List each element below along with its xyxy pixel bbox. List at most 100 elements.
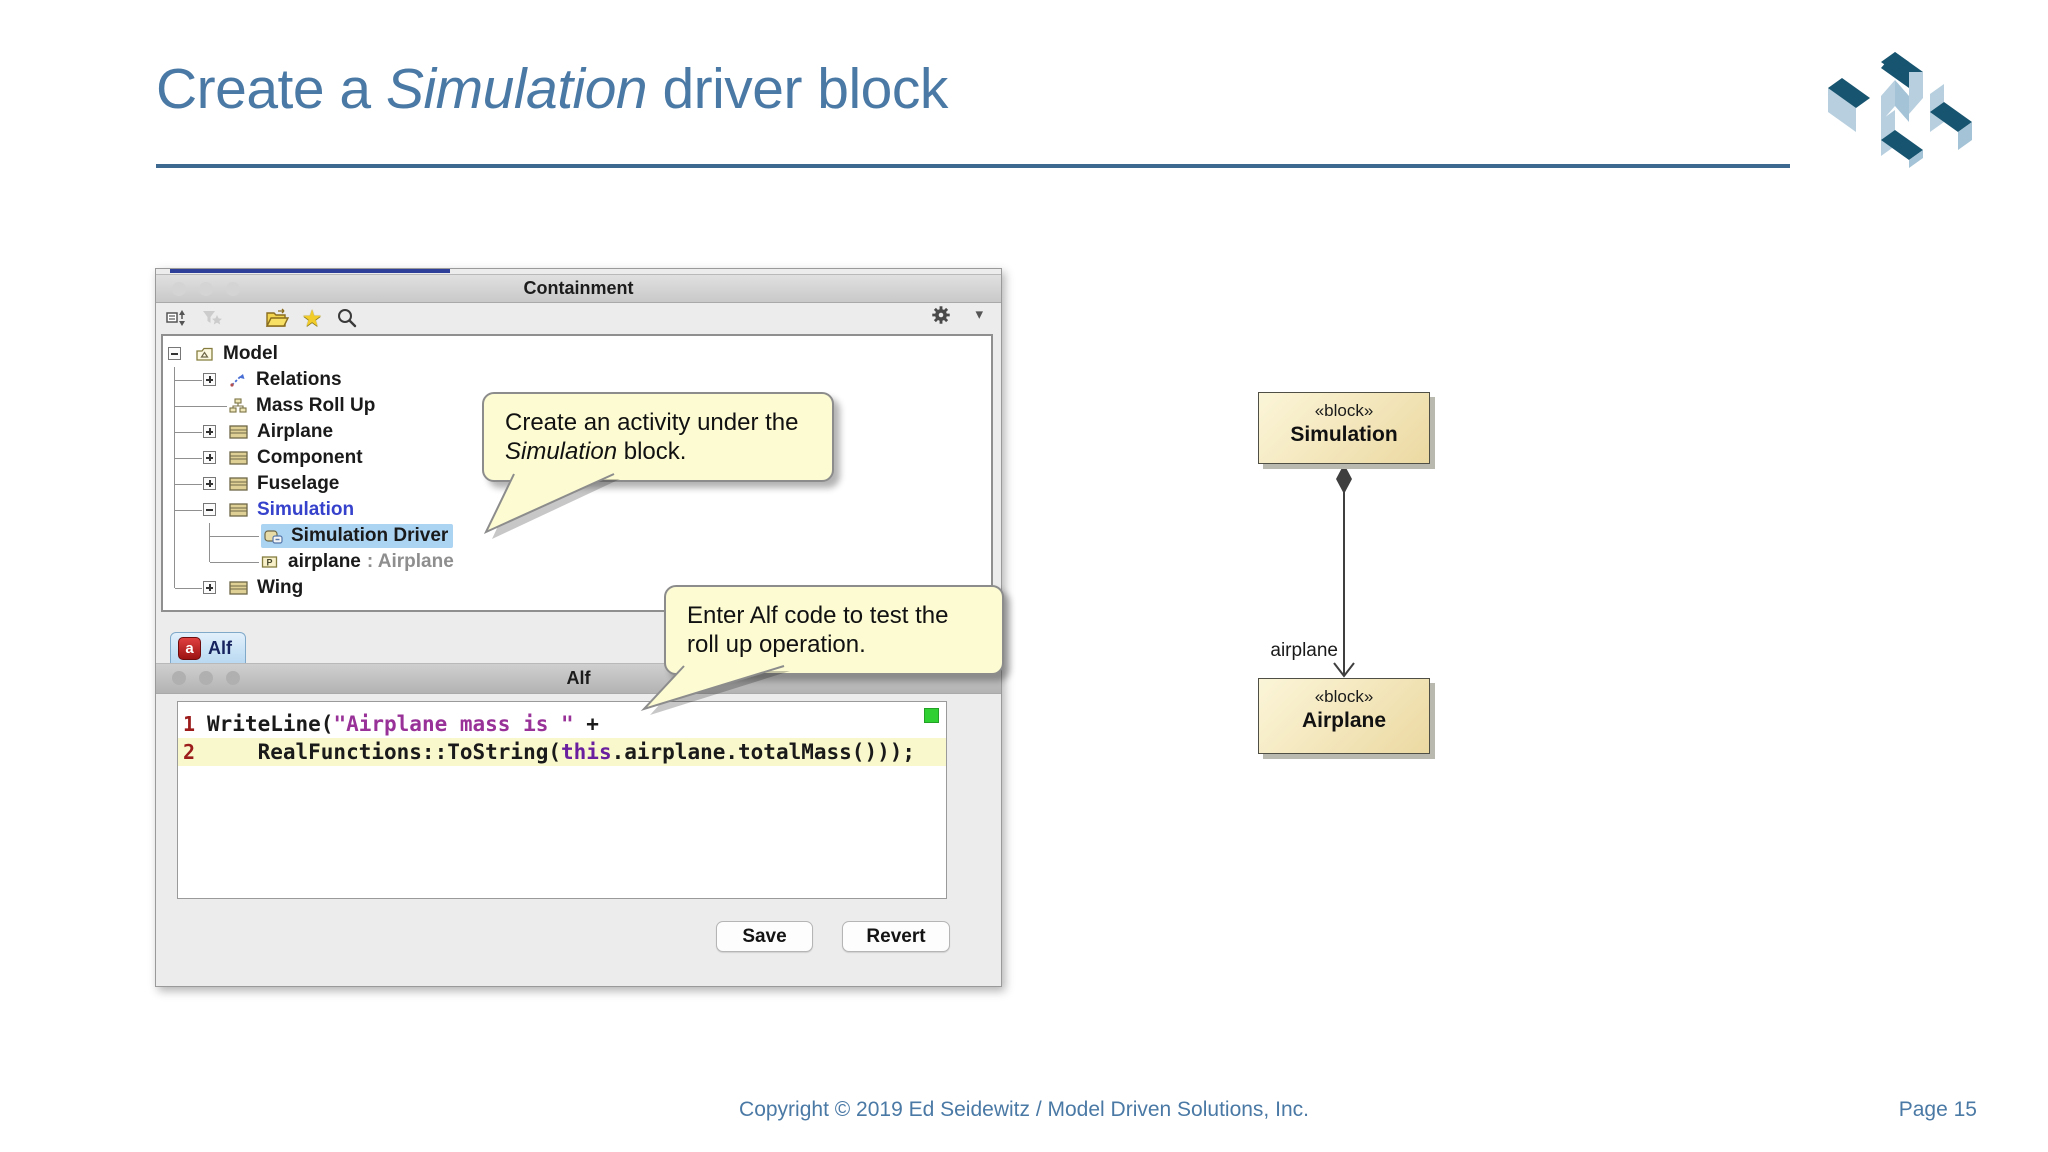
tree-item-fuselage[interactable]: Fuselage (163, 471, 991, 497)
block-airplane: «block» Airplane (1258, 678, 1430, 754)
gear-icon[interactable] (929, 303, 955, 329)
tree-item-label: Model (223, 343, 278, 364)
role-label-airplane: airplane (1270, 640, 1338, 661)
save-button[interactable]: Save (716, 921, 813, 952)
logo-cube-top (1881, 52, 1923, 122)
window-zoom-button[interactable] (226, 671, 240, 685)
stereotype-label: «block» (1314, 687, 1374, 706)
code-line-current: 2 RealFunctions::ToString(this.airplane.… (178, 738, 946, 766)
tree-item-label: Simulation Driver (291, 525, 449, 546)
stereotype-label: «block» (1314, 401, 1374, 420)
collapse-expander-icon[interactable] (168, 347, 181, 360)
tree-connector-line (174, 367, 175, 588)
tree-item-relations[interactable]: Relations (163, 367, 991, 393)
logo-cube-right (1930, 84, 1972, 150)
copyright-text: Copyright © 2019 Ed Seidewitz / Model Dr… (739, 1098, 1309, 1121)
tree-connector-line (209, 523, 210, 562)
block-icon (229, 503, 248, 517)
window-minimize-button[interactable] (199, 282, 213, 296)
svg-text:P: P (266, 557, 272, 567)
tree-item-label: Relations (256, 369, 342, 390)
tree-item-simulation[interactable]: Simulation (163, 497, 991, 523)
title-part1: Create a (156, 57, 386, 121)
line-number: 2 (183, 740, 196, 764)
callout-tail (640, 665, 790, 715)
containment-toolbar: ★ (156, 302, 1001, 334)
block-icon (229, 425, 248, 439)
collapse-expander-icon[interactable] (203, 503, 216, 516)
tree-item-mass-roll-up[interactable]: Mass Roll Up (163, 393, 991, 419)
tree-item-wing[interactable]: Wing (163, 575, 991, 601)
window-minimize-button[interactable] (199, 671, 213, 685)
expand-expander-icon[interactable] (203, 477, 216, 490)
status-ok-indicator (924, 708, 939, 723)
tree-item-airplane-part[interactable]: P airplane : Airplane (163, 549, 991, 575)
callout-create-activity: Create an activity under the Simulation … (482, 392, 834, 539)
filter-icon[interactable] (199, 306, 225, 330)
part-property-icon: P (261, 556, 278, 568)
panel-tab-accent (170, 269, 450, 273)
logo-cube-bottom (1881, 110, 1923, 168)
expand-collapse-icon[interactable] (164, 306, 190, 330)
window-close-button[interactable] (172, 671, 186, 685)
tree-item-model[interactable]: Model (163, 341, 991, 367)
composite-diamond (1336, 464, 1352, 494)
mass-rollup-diagram-icon (229, 398, 247, 413)
expand-expander-icon[interactable] (203, 373, 216, 386)
callout-tail (483, 473, 620, 539)
title-part2: driver block (647, 57, 948, 121)
tree-item-label: Fuselage (257, 473, 340, 494)
tree-item-type-suffix: : Airplane (366, 551, 454, 572)
block-name: Simulation (1290, 423, 1398, 446)
title-underline (156, 164, 1790, 168)
sysml-diagram: «block» Simulation «block» Airplane airp… (1230, 380, 1510, 810)
alf-icon: a (178, 636, 201, 660)
window-close-button[interactable] (172, 282, 186, 296)
model-package-icon (196, 347, 213, 361)
tree-item-label: Simulation (257, 499, 355, 520)
title-italic: Simulation (385, 57, 648, 121)
tree-item-airplane[interactable]: Airplane (163, 419, 991, 445)
window-controls (172, 671, 240, 685)
containment-titlebar: Containment (156, 274, 1001, 303)
window-controls (172, 282, 240, 296)
page-title: Create a Simulation driver block (156, 56, 948, 122)
tree-item-label: Component (257, 447, 363, 468)
block-icon (229, 477, 248, 491)
selected-item-highlight: Simulation Driver (261, 524, 454, 548)
containment-title: Containment (523, 278, 634, 298)
tree-item-label: Airplane (257, 421, 334, 442)
favorites-star-icon[interactable]: ★ (301, 305, 323, 331)
logo-cube-left (1828, 78, 1870, 132)
tab-alf-label: Alf (208, 637, 232, 658)
revert-button[interactable]: Revert (842, 921, 950, 952)
tab-alf[interactable]: a Alf (170, 632, 246, 663)
arrowhead (1333, 662, 1355, 678)
expand-expander-icon[interactable] (203, 581, 216, 594)
expand-expander-icon[interactable] (203, 425, 216, 438)
relations-icon (230, 374, 245, 387)
gear-caret-down-icon[interactable]: ▾ (975, 306, 983, 323)
search-icon[interactable] (334, 306, 360, 330)
block-icon (229, 581, 248, 595)
tree-item-label: Wing (257, 577, 304, 598)
tree-item-label: Mass Roll Up (256, 395, 376, 416)
window-zoom-button[interactable] (226, 282, 240, 296)
block-simulation: «block» Simulation (1258, 392, 1430, 464)
tree-item-component[interactable]: Component (163, 445, 991, 471)
open-folder-icon[interactable] (264, 306, 290, 330)
tree-item-simulation-driver[interactable]: Simulation Driver (163, 523, 991, 549)
company-logo (1828, 52, 1972, 168)
composition-connector (1333, 464, 1355, 678)
activity-icon (264, 530, 283, 544)
expand-expander-icon[interactable] (203, 451, 216, 464)
alf-window-title: Alf (566, 668, 591, 688)
tree-item-label: airplane (288, 551, 361, 572)
block-name: Airplane (1301, 709, 1387, 732)
callout-enter-alf-code: Enter Alf code to test the roll up opera… (640, 585, 1004, 715)
alf-titlebar: Alf (156, 663, 1001, 694)
page-number: Page 15 (1898, 1098, 1977, 1121)
